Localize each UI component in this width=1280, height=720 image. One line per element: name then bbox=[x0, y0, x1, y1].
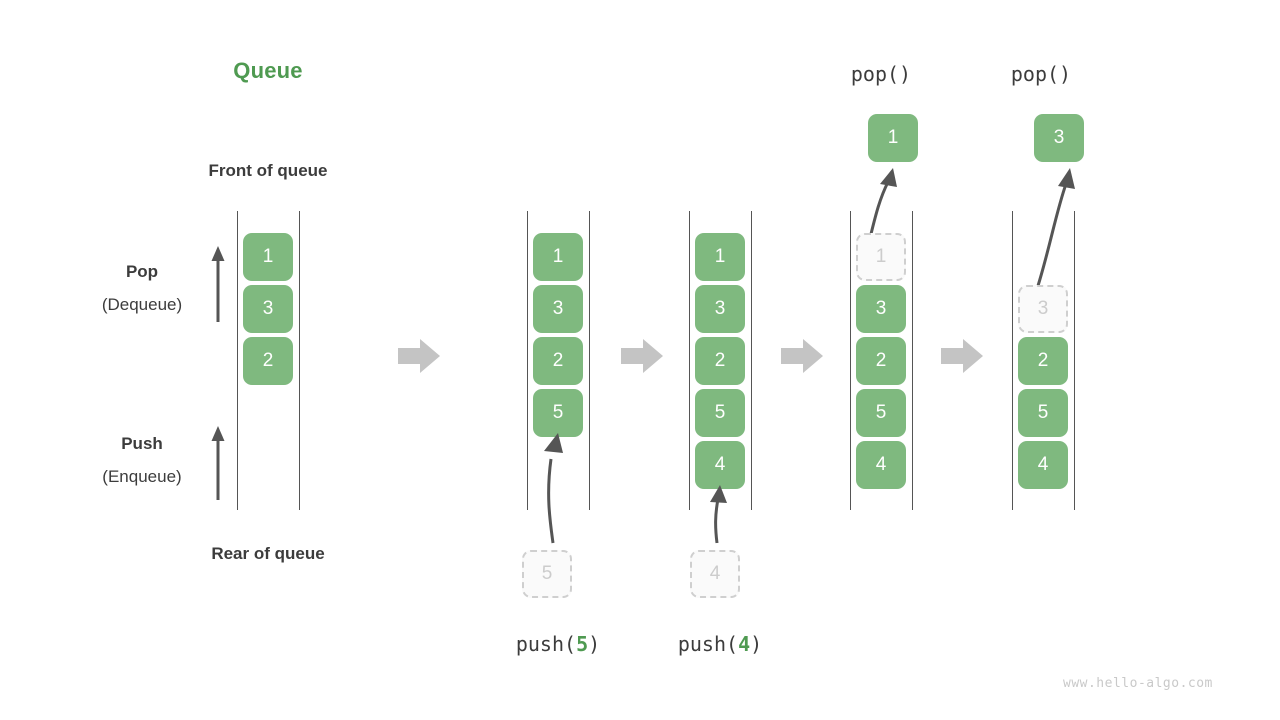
rail-left bbox=[850, 211, 851, 510]
removed-cell: 3 bbox=[1018, 285, 1068, 333]
queue-cell[interactable]: 3 bbox=[856, 285, 906, 333]
queue-cell-new[interactable]: 4 bbox=[695, 441, 745, 489]
page-title: Queue bbox=[233, 58, 303, 83]
pending-push-cell: 4 bbox=[690, 550, 740, 598]
column-caption-push-5: push(5) bbox=[458, 632, 658, 656]
push-label-subtitle: (Enqueue) bbox=[102, 467, 182, 486]
queue-cell[interactable]: 1 bbox=[243, 233, 293, 281]
popped-cell[interactable]: 1 bbox=[868, 114, 918, 162]
rail-left bbox=[689, 211, 690, 510]
rail-left bbox=[527, 211, 528, 510]
queue-cell[interactable]: 3 bbox=[243, 285, 293, 333]
rail-right bbox=[1074, 211, 1075, 510]
popped-cell[interactable]: 3 bbox=[1034, 114, 1084, 162]
rail-right bbox=[589, 211, 590, 510]
caption-arg: 4 bbox=[738, 632, 751, 656]
queue-cell-new[interactable]: 5 bbox=[533, 389, 583, 437]
queue-cell[interactable]: 3 bbox=[533, 285, 583, 333]
pop-label-title: Pop bbox=[125, 262, 159, 281]
caption-close: ) bbox=[750, 632, 763, 656]
queue-cell[interactable]: 2 bbox=[533, 337, 583, 385]
queue-cell[interactable]: 2 bbox=[1018, 337, 1068, 385]
rail-left bbox=[1012, 211, 1013, 510]
separator-arrow-right-icon bbox=[398, 339, 440, 373]
queue-cell[interactable]: 5 bbox=[856, 389, 906, 437]
rail-right bbox=[299, 211, 300, 510]
separator-arrow-right-icon bbox=[621, 339, 663, 373]
pop-arrow-icon bbox=[868, 168, 897, 239]
site-watermark: www.hello-algo.com bbox=[1063, 676, 1213, 691]
column-header-pop: pop() bbox=[1010, 62, 1072, 86]
push-arrow-icon bbox=[710, 485, 727, 544]
front-of-queue-label: Front of queue bbox=[208, 161, 328, 180]
rear-of-queue-label: Rear of queue bbox=[211, 544, 325, 563]
separator-arrow-right-icon bbox=[941, 339, 983, 373]
rail-right bbox=[751, 211, 752, 510]
removed-cell: 1 bbox=[856, 233, 906, 281]
queue-cell[interactable]: 2 bbox=[695, 337, 745, 385]
caption-fn: push( bbox=[677, 632, 739, 656]
rail-left bbox=[237, 211, 238, 510]
queue-cell[interactable]: 4 bbox=[856, 441, 906, 489]
column-caption-push-4: push(4) bbox=[620, 632, 820, 656]
queue-cell[interactable]: 2 bbox=[243, 337, 293, 385]
pop-label-subtitle: (Dequeue) bbox=[101, 295, 183, 314]
pop-direction-arrow-icon bbox=[211, 246, 225, 322]
caption-arg: 5 bbox=[576, 632, 589, 656]
push-label-title: Push bbox=[121, 434, 163, 453]
push-direction-arrow-icon bbox=[211, 426, 225, 500]
rail-right bbox=[912, 211, 913, 510]
column-header-pop: pop() bbox=[850, 62, 912, 86]
queue-cell[interactable]: 3 bbox=[695, 285, 745, 333]
queue-cell[interactable]: 1 bbox=[533, 233, 583, 281]
pending-push-cell: 5 bbox=[522, 550, 572, 598]
queue-cell[interactable]: 4 bbox=[1018, 441, 1068, 489]
queue-cell[interactable]: 2 bbox=[856, 337, 906, 385]
separator-arrow-right-icon bbox=[781, 339, 823, 373]
caption-fn: push( bbox=[515, 632, 577, 656]
caption-close: ) bbox=[588, 632, 601, 656]
push-arrow-icon bbox=[544, 433, 563, 544]
queue-cell[interactable]: 1 bbox=[695, 233, 745, 281]
pop-arrow-icon bbox=[1034, 168, 1075, 293]
queue-cell[interactable]: 5 bbox=[1018, 389, 1068, 437]
queue-cell[interactable]: 5 bbox=[695, 389, 745, 437]
